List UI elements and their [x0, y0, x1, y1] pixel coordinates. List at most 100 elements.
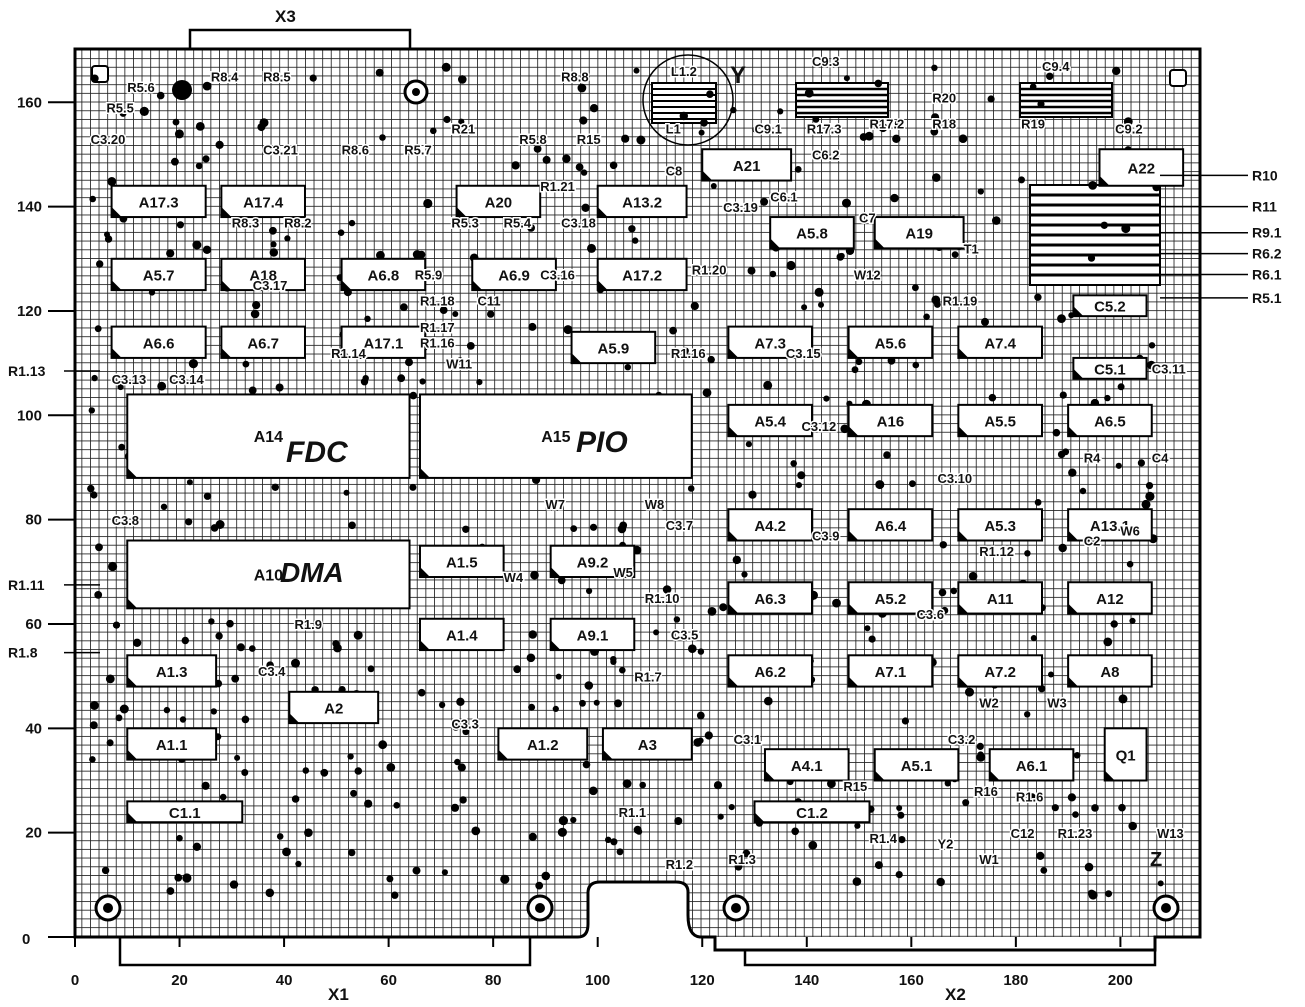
chip-label: A7.3 — [754, 335, 786, 352]
x-tick-label: 60 — [380, 972, 397, 989]
via-icon — [215, 140, 224, 149]
via-icon — [409, 483, 417, 491]
via-icon — [589, 104, 599, 113]
component-label: R1.6 — [1016, 789, 1043, 804]
via-icon — [348, 219, 356, 227]
via-icon — [166, 249, 175, 258]
x-tick-label: 20 — [171, 972, 188, 989]
pin1-marker-icon — [127, 676, 138, 687]
via-icon — [702, 388, 712, 398]
chip-label: A6.8 — [368, 267, 400, 284]
via-icon — [195, 162, 203, 170]
via-icon — [248, 386, 257, 395]
via-icon — [441, 869, 448, 876]
component-label: R1.14 — [331, 346, 366, 361]
chip-a8: A8 — [1067, 654, 1153, 688]
chip-c1-1: C1.1 — [126, 800, 244, 824]
pin1-marker-icon — [472, 280, 483, 291]
chip-outline — [549, 617, 636, 652]
chip-a1-3: A1.3 — [126, 654, 218, 688]
via-icon — [855, 358, 863, 366]
via-icon — [1088, 181, 1098, 190]
x-tick-label: 100 — [585, 972, 610, 989]
via-icon — [456, 357, 464, 365]
via-icon — [259, 118, 269, 128]
chip-outline — [1072, 356, 1148, 380]
via-icon — [526, 653, 536, 663]
pin1-marker-icon — [874, 770, 885, 781]
chip-label: A19 — [905, 226, 933, 243]
via-icon — [459, 796, 467, 804]
chip-label: A17.4 — [243, 194, 284, 211]
via-icon — [752, 126, 759, 133]
via-icon — [176, 221, 184, 229]
pin1-marker-icon — [111, 280, 122, 291]
y-tick-label: 140 — [17, 199, 42, 216]
via-icon — [348, 849, 356, 857]
component-label: R1.21 — [540, 179, 575, 194]
component-label: L1 — [666, 122, 681, 137]
via-icon — [622, 779, 632, 788]
via-icon — [219, 793, 227, 801]
via-icon — [528, 322, 537, 331]
right-label: R9.1 — [1252, 225, 1282, 241]
via-icon — [188, 359, 198, 369]
chip-label: A18 — [249, 267, 277, 284]
via-icon — [1128, 821, 1137, 831]
pin1-marker-icon — [341, 347, 352, 358]
via-icon — [854, 822, 861, 829]
chip-a5-2: A5.2 — [847, 581, 934, 615]
via-icon — [628, 225, 636, 233]
via-icon — [94, 591, 103, 599]
pin1-marker-icon — [419, 467, 430, 478]
pin1-marker-icon — [989, 770, 1000, 781]
chip-outline — [601, 727, 693, 761]
via-icon — [542, 155, 551, 164]
via-icon — [163, 706, 171, 714]
chip-outline — [1067, 508, 1153, 542]
pin1-marker-icon — [456, 207, 467, 218]
chip-a11: A11 — [957, 581, 1043, 615]
chip-outline — [340, 325, 427, 359]
pin1-marker-icon — [1099, 175, 1110, 186]
chip-outline — [340, 257, 427, 292]
via-icon — [229, 880, 239, 889]
component-label: W11 — [446, 356, 472, 371]
via-icon — [234, 754, 241, 761]
component-label: W5 — [613, 565, 633, 580]
via-icon — [249, 645, 256, 652]
chip-a15: A15 — [418, 393, 693, 479]
via-icon — [439, 306, 448, 314]
via-icon — [362, 375, 369, 382]
chip-label: A3 — [638, 737, 657, 754]
component-label: R5.5 — [106, 101, 133, 116]
chip-label: A1.5 — [446, 554, 478, 571]
component-label: R1.4 — [870, 831, 898, 846]
via-icon — [231, 674, 240, 683]
via-icon — [185, 518, 193, 526]
via-icon — [201, 781, 210, 790]
via-icon — [818, 301, 824, 308]
chip-c1-2: C1.2 — [753, 800, 871, 824]
y-tick-label: 120 — [17, 303, 42, 320]
chip-outline — [847, 403, 934, 438]
component-label: R5.3 — [451, 215, 478, 230]
via-icon — [139, 106, 149, 116]
chip-outline — [1067, 403, 1153, 438]
via-icon — [226, 619, 234, 628]
component-label: R17.3 — [807, 122, 842, 137]
chip-a17-3: A17.3 — [110, 184, 207, 219]
via-icon — [797, 471, 806, 480]
via-icon — [912, 361, 920, 369]
via-icon — [555, 673, 562, 680]
chip-label: A5.4 — [754, 414, 786, 431]
via-icon — [582, 760, 591, 769]
resistor-network-right — [1029, 184, 1161, 286]
component-label: W2 — [979, 695, 999, 710]
via-icon — [386, 763, 396, 772]
via-icon — [958, 134, 968, 143]
via-icon — [635, 828, 643, 835]
